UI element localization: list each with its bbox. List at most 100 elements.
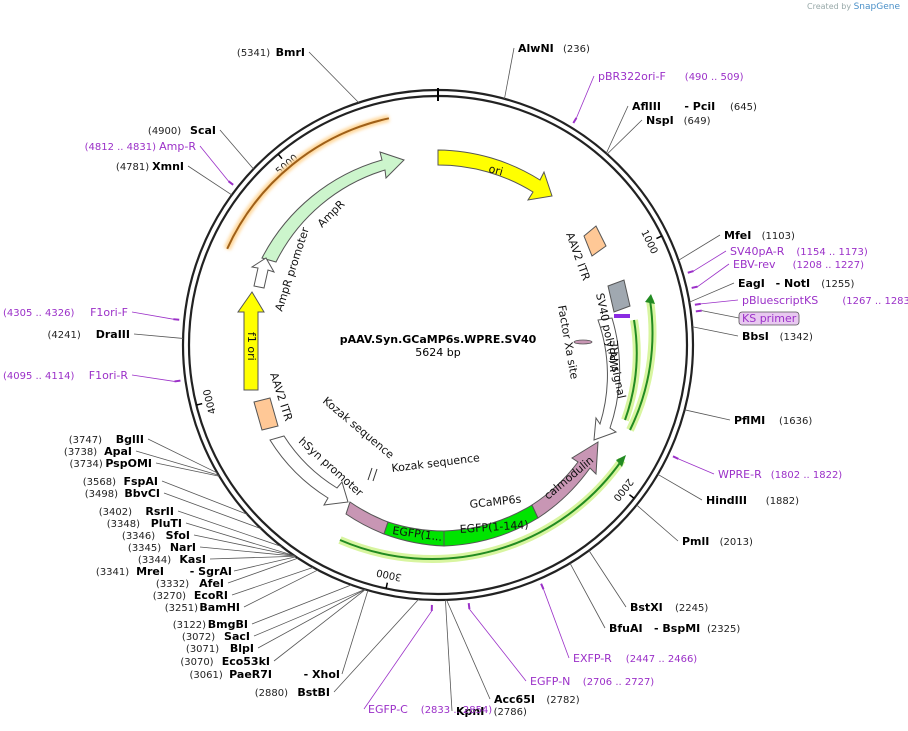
site-leader [209,555,296,560]
primer-mark [572,117,578,124]
site-eco53ki: Eco53kI(3070) [180,589,366,668]
site-leader [253,588,366,637]
egfp-1-144-label: EGFP(1-144) [459,518,529,536]
site-position: (3747) [69,435,102,446]
primer-name: Amp-R [159,140,196,153]
site-position: (2786) [494,707,527,718]
site-position: (3344) [138,555,171,566]
tick-2000 [628,494,635,499]
site-position: (3734) [70,459,103,470]
gcamp-nterm-segment [345,501,389,535]
site-name: KpnI [456,705,484,718]
site-fspai: FspAI(3568) [83,475,248,515]
ori-label: ori [487,162,504,178]
site-name-2: - BspMI [654,622,700,635]
tick-label-2000: 2000 [611,476,635,503]
site-ecori: EcoRI(3270) [153,566,314,602]
site-nari: NarI(3345) [128,541,296,557]
site-leader [147,438,218,474]
site-name-2: - PciI [684,100,715,113]
primer-range: (4095 .. 4114) [3,371,75,382]
site-name: ApaI [104,445,132,458]
primer-name: KS primer [742,312,797,325]
site-position: (1636) [779,416,812,427]
site-position: (645) [730,102,757,113]
site-leader [569,562,606,629]
wpre-label: WPRE [608,340,621,372]
primer-mark [695,309,702,313]
site-name-2: - SgrAI [190,565,232,578]
tick-label-4000: 4000 [202,388,219,415]
site-leader [333,598,419,693]
site-name: MfeI [724,229,751,242]
primer-leader [543,589,570,659]
primer-leader [363,610,433,710]
site-sfoi: SfoI(3346) [122,529,295,557]
wpre-outer-arc [629,299,654,431]
site-leader [227,557,299,584]
site-position: (3061) [190,670,223,681]
site-position: (1255) [821,279,854,290]
primer-range: (1208 .. 1227) [793,260,865,271]
site-leader [233,556,297,572]
site-leader [161,480,248,515]
primer-leader [469,608,527,682]
primer-leader [576,75,595,119]
primer-box [738,311,800,326]
wpre-feature [593,317,621,441]
site-bbsi: BbsI(1342) [692,326,813,343]
f1-ori-label: f1 ori [245,332,258,361]
site-position: (3568) [83,477,116,488]
aav2-itr-left [253,397,279,431]
site-name: NarI [170,541,196,554]
site-name: PflMI [734,414,765,427]
aav2-itr-right [583,225,607,257]
site-mfei: MfeI(1103) [678,229,795,261]
site-leader [243,569,319,608]
primer-amp-r: Amp-R(4812 .. 4831) [85,140,234,186]
site-bbvci: BbvCI(3498) [85,487,262,530]
hsyn-promoter-feature [269,435,349,506]
site-name: BglII [116,433,144,446]
primer-mark [694,302,701,306]
kozak-tick-2 [372,468,378,482]
site-name: Eco53kI [222,655,270,668]
plasmid-name: pAAV.Syn.GCaMP6s.WPRE.SV40 [340,333,537,346]
primer-sv40pa-r: SV40pA-R(1154 .. 1173) [687,245,868,274]
site-position: (4900) [148,126,181,137]
primer-range: (1154 .. 1173) [796,247,868,258]
primer-name: F1ori-F [90,306,128,319]
primer-mark [467,603,471,610]
sv40-polya-feature [607,279,631,313]
kozak-label-1: Kozak sequence [320,394,397,461]
credit-brand: SnapGene [853,2,900,12]
site-name: ScaI [190,124,216,137]
site-name: SfoI [166,529,190,542]
primer-f1ori-f: F1ori-F (4305 .. 4326) [3,306,180,321]
primer-range: (2447 .. 2466) [626,654,698,665]
primer-range: (4305 .. 4326) [3,308,75,319]
tick-label-3000: 3000 [376,566,403,582]
site-pluti: PluTI(3348) [107,517,295,557]
site-name: DraIII [96,328,130,341]
primer-leader [697,263,730,287]
site-name: BmrI [276,46,305,59]
primer-range: (1802 .. 1822) [771,470,843,481]
primer-name: pBluescriptKS [742,294,818,307]
site-name: PaeR7I [229,668,272,681]
primer-range: (490 .. 509) [685,72,744,83]
primer-name: WPRE-R [718,468,762,481]
sv40-outer-arc [624,319,638,421]
site-scai: ScaI (4900) [148,124,254,170]
site-name: BbsI [742,330,769,343]
primer-leader [700,299,739,305]
site-leader [588,550,627,608]
site-pmli: PmlI(2013) [636,504,753,548]
site-name: BamHI [199,601,240,614]
site-paer7i: PaeR7I- XhoI(3061) [190,590,369,681]
primer-mark [672,455,679,460]
primer-egfp-n: EGFP-N(2706 .. 2727) [467,603,654,688]
site-position: (236) [563,44,590,55]
site-position: (3402) [99,507,132,518]
